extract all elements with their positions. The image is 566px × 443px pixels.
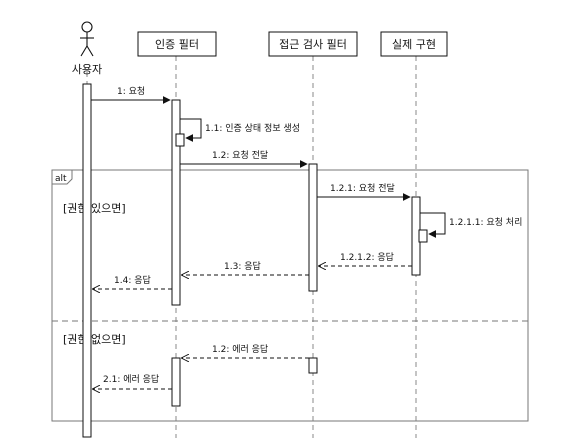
participant-label-access-filter: 접근 검사 필터 <box>279 38 347 51</box>
message-1-2-1-label: 1.2.1: 요청 전달 <box>330 182 395 194</box>
message-1-label: 1: 요청 <box>117 86 145 97</box>
guard-denied: [권한 없으면] <box>63 333 126 346</box>
activation-access-filter <box>308 163 318 292</box>
participant-box-impl <box>380 31 448 57</box>
activation-access-filter-denied <box>308 357 318 374</box>
activation-actor <box>82 83 92 438</box>
participant-box-auth-filter <box>137 31 217 57</box>
error-2-1-label: 2.1: 에러 응답 <box>103 373 159 385</box>
participant-label-impl: 실제 구현 <box>392 38 436 51</box>
participant-label-auth-filter: 인증 필터 <box>155 38 199 51</box>
message-1-2-1-1-label: 1.2.1.1: 요청 처리 <box>449 216 522 228</box>
message-1-1-label: 1.1: 인증 상태 정보 생성 <box>205 123 300 134</box>
participant-box-access-filter <box>268 31 358 57</box>
activation-impl-nested <box>418 229 428 243</box>
actor-label: 사용자 <box>72 63 102 76</box>
activation-auth-filter <box>171 99 181 306</box>
error-1-2-label: 1.2: 에러 응답 <box>212 343 268 355</box>
message-1-4-label: 1.4: 응답 <box>114 274 151 286</box>
guard-allowed: [권한 있으면] <box>63 202 126 215</box>
message-1-2-label: 1.2: 요청 전달 <box>212 149 268 161</box>
alt-fragment-tab <box>51 169 73 185</box>
alt-fragment-frame <box>51 169 529 422</box>
message-1-3-label: 1.3: 응답 <box>224 260 261 272</box>
actor-figure <box>80 21 94 57</box>
activation-auth-filter-denied <box>171 357 181 407</box>
message-1-1-self-arrow <box>180 118 202 142</box>
activation-auth-filter-nested <box>175 133 185 147</box>
message-1-2-1-1-self-arrow <box>420 212 446 238</box>
message-1-2-1-2-label: 1.2.1.2: 응답 <box>340 251 394 263</box>
alt-keyword: alt <box>55 174 67 184</box>
